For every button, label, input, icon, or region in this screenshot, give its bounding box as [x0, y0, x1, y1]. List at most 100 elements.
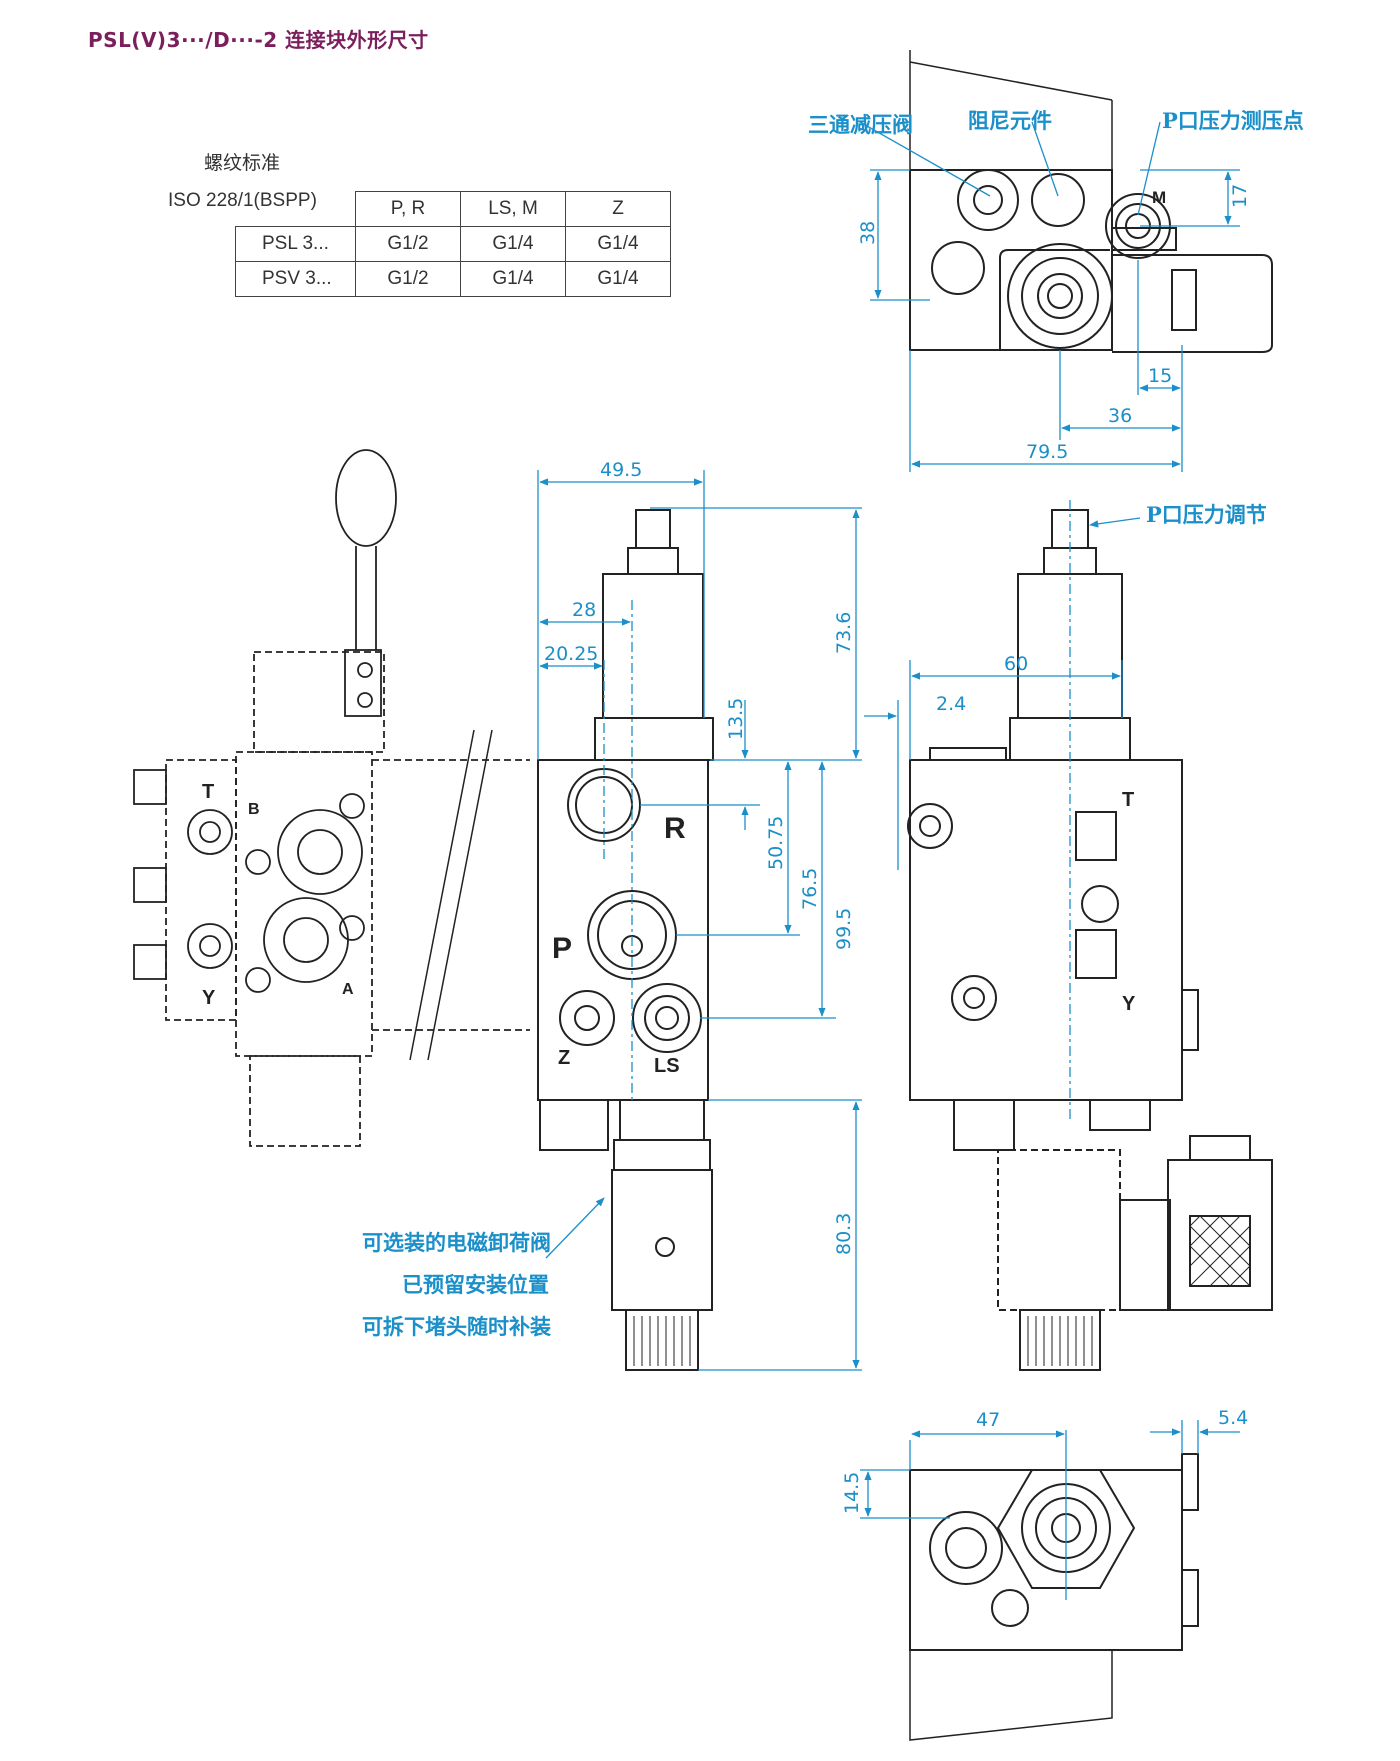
solenoid-note-line-1: 可选装的电磁卸荷阀 — [362, 1230, 551, 1255]
lever-housing — [253, 651, 385, 753]
ls-port — [632, 983, 702, 1053]
dim-20-25: 20.25 — [544, 643, 598, 665]
thread-table-cell: G1/4 — [460, 261, 566, 297]
b-port-label: B — [248, 801, 260, 818]
front-view — [537, 509, 714, 1371]
y-port-label: Y — [202, 987, 216, 1009]
thread-standard-name: ISO 228/1(BSPP) — [168, 190, 317, 211]
dim-79-5: 79.5 — [1026, 441, 1068, 463]
dim-13-5: 13.5 — [725, 698, 747, 740]
dim-80-3: 80.3 — [833, 1213, 855, 1255]
solenoid-note-line-2: 已预留安装位置 — [402, 1272, 549, 1297]
dim-5-4: 5.4 — [1218, 1407, 1248, 1429]
callout-p-adjust: P口压力调节 — [1146, 502, 1267, 527]
callout-p-test-point: P口压力测压点 — [1162, 108, 1304, 133]
adjust-screw — [635, 509, 671, 549]
side-solenoid-knob — [1019, 1309, 1101, 1371]
p-port-label: P — [552, 932, 572, 965]
side-optional-solenoid — [997, 1149, 1121, 1311]
solenoid-plug — [539, 1099, 609, 1151]
break-line — [427, 729, 493, 1061]
solenoid-outline — [1112, 254, 1273, 353]
dim-50-75: 50.75 — [765, 816, 787, 870]
break-line — [909, 1650, 1113, 1741]
damper-port — [1031, 173, 1085, 227]
thread-table-header: P, R — [355, 191, 461, 227]
thread-table-model: PSL 3... — [235, 226, 356, 262]
valve-cartridge — [602, 573, 704, 719]
callout-damping: 阻尼元件 — [968, 108, 1052, 133]
thread-table-row: PSL 3... G1/2 G1/4 G1/4 — [235, 226, 671, 262]
y-port-side-label: Y — [1122, 993, 1136, 1015]
dim-17: 17 — [1229, 184, 1251, 208]
break-line — [909, 61, 1113, 101]
ls-port-label: LS — [654, 1055, 680, 1077]
side-plug — [1111, 227, 1177, 251]
top-view-dimensions — [859, 121, 1240, 472]
dim-36: 36 — [1108, 405, 1132, 427]
thread-table-cell: G1/2 — [355, 226, 461, 262]
leader-line — [1137, 121, 1161, 216]
break-line — [409, 729, 475, 1061]
dim-99-5: 99.5 — [833, 908, 855, 950]
leader-line — [859, 121, 991, 197]
connector — [1171, 269, 1197, 331]
side-knob-ribs — [1027, 1316, 1093, 1366]
thread-table-cell: G1/4 — [565, 261, 671, 297]
left-view — [133, 449, 530, 1147]
solenoid-note-line-3: 可拆下堵头随时补装 — [362, 1314, 551, 1339]
t-port — [187, 809, 233, 855]
t-port-side-label: T — [1122, 789, 1134, 811]
dim-76-5: 76.5 — [799, 868, 821, 910]
t-port-label: T — [202, 781, 214, 803]
leader-line — [1031, 121, 1059, 197]
valve-nut — [594, 717, 714, 761]
page-title: PSL(V)3···/D···-2 连接块外形尺寸 — [88, 28, 429, 52]
dim-47: 47 — [976, 1409, 1000, 1431]
top-view — [909, 50, 1273, 353]
lever-knob — [335, 449, 397, 547]
dim-2-4: 2.4 — [936, 693, 966, 715]
bottom-view-dimensions — [860, 1420, 1240, 1600]
thread-standard-caption: 螺纹标准 — [204, 152, 281, 174]
lever-bracket — [344, 649, 382, 717]
p-valve-nut — [1007, 243, 1113, 349]
a-port-label: A — [342, 981, 354, 998]
thread-table-model: PSV 3... — [235, 261, 356, 297]
z-port — [559, 990, 615, 1046]
dim-60: 60 — [1004, 653, 1028, 675]
thread-table-cell: G1/4 — [460, 226, 566, 262]
dim-15: 15 — [1148, 365, 1172, 387]
dim-38: 38 — [857, 221, 879, 245]
bottom-port — [929, 1511, 1003, 1585]
dim-73-6: 73.6 — [833, 612, 855, 654]
side-port — [907, 803, 953, 849]
thread-table-cell: G1/2 — [355, 261, 461, 297]
side-view — [907, 509, 1273, 1371]
bottom-hex-nut — [996, 1469, 1136, 1589]
thread-table: P, R LS, M Z PSL 3... G1/2 G1/4 G1/4 PSV… — [235, 191, 671, 297]
solenoid-connector — [1167, 1159, 1273, 1311]
r-port-label: R — [664, 812, 686, 845]
callout-reducing-valve: 三通减压阀 — [808, 112, 913, 137]
reducing-valve-port — [957, 169, 1019, 231]
dim-49-5: 49.5 — [600, 459, 642, 481]
small-port — [931, 241, 985, 295]
valve-body-outline — [999, 249, 1110, 350]
a-port — [263, 897, 349, 983]
thread-table-row: PSV 3... G1/2 G1/4 G1/4 — [235, 261, 671, 297]
z-port-label: Z — [558, 1047, 570, 1069]
left-block-outline — [235, 751, 373, 1057]
block-outline — [909, 169, 1113, 351]
b-port — [277, 809, 363, 895]
solenoid-knob — [625, 1309, 699, 1371]
side-block-outline — [909, 759, 1183, 1101]
dim-28: 28 — [572, 599, 596, 621]
dim-14-5: 14.5 — [841, 1472, 863, 1514]
bolt — [133, 769, 167, 805]
thread-table-header: Z — [565, 191, 671, 227]
y-port-side — [1075, 929, 1117, 979]
thread-table-header: LS, M — [460, 191, 566, 227]
front-view-dimensions — [537, 470, 862, 1371]
